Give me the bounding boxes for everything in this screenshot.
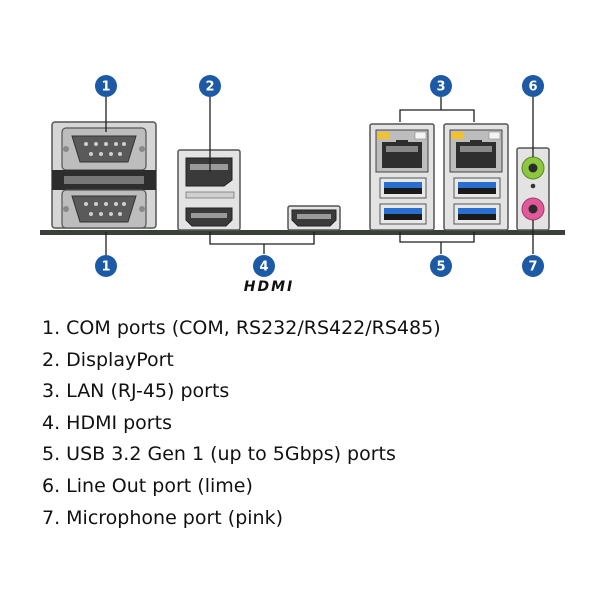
lan-led-white-right [488, 131, 501, 140]
badge-com-bottom: 1 [95, 255, 117, 277]
com-port-top-connector [71, 135, 137, 163]
com-port-top-screw-left [63, 146, 69, 152]
lan-led-yellow-left [378, 132, 389, 139]
callout-lines [105, 97, 534, 255]
badge-lan: 3 [430, 75, 452, 97]
badge-label: 7 [528, 260, 537, 275]
com-port-top-screw-right [139, 146, 145, 152]
badge-label: 4 [259, 260, 268, 275]
com-port-bottom-pins [84, 202, 126, 216]
legend-item-displayport: 2. DisplayPort [42, 348, 174, 371]
lan-usb-stack-right [443, 123, 509, 231]
badge-hdmi: 4 [253, 255, 275, 277]
badge-label: 6 [528, 80, 537, 95]
legend-item-com: 1. COM ports (COM, RS232/RS422/RS485) [42, 317, 441, 339]
lan-usb-stack-left [369, 123, 435, 231]
badge-com-top: 1 [95, 75, 117, 97]
badge-label: 1 [101, 260, 110, 275]
displayport-connector [185, 157, 233, 187]
badge-label: 1 [101, 80, 110, 95]
badge-label: 3 [436, 80, 445, 95]
badge-line-out: 6 [522, 75, 544, 97]
lan-led-yellow-right [452, 132, 463, 139]
com-ports [51, 121, 157, 229]
badge-mic: 7 [522, 255, 544, 277]
legend-item-line-out: 6. Line Out port (lime) [42, 474, 253, 497]
audio-jacks [516, 147, 550, 231]
hdmi-logo: HDMI [244, 279, 294, 295]
legend-item-lan: 3. LAN (RJ-45) ports [42, 380, 230, 403]
legend-item-hdmi: 4. HDMI ports [42, 411, 172, 434]
port-legend: 1. COM ports (COM, RS232/RS422/RS485) 2.… [42, 313, 441, 534]
displayport-hdmi-stack [177, 149, 241, 231]
badge-circle [95, 75, 117, 97]
board-edge [40, 230, 565, 235]
hdmi-port-2 [287, 205, 341, 231]
lan-led-white-left [414, 131, 427, 140]
badge-label: 5 [436, 260, 445, 275]
legend-item-mic: 7. Microphone port (pink) [42, 506, 283, 529]
com-port-bottom-connector [71, 195, 137, 223]
legend-item-usb: 5. USB 3.2 Gen 1 (up to 5Gbps) ports [42, 443, 396, 466]
badge-label: 2 [205, 80, 214, 95]
badge-usb: 5 [430, 255, 452, 277]
badge-displayport: 2 [199, 75, 221, 97]
com-port-top-pins [84, 142, 126, 156]
